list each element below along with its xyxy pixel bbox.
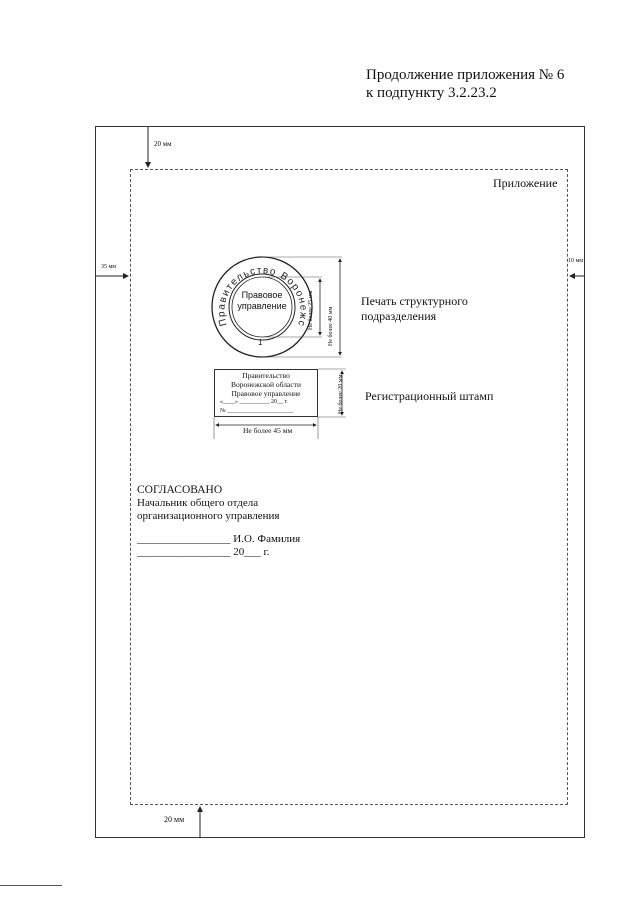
registration-stamp-text: Правительство Воронежской области Правов… [214,371,318,416]
seal-dim-inner: Не более 25 мм [308,290,314,330]
margin-right-label: 10 мм [568,258,584,264]
approval-signature-line: _________________ И.О. Фамилия [137,533,301,545]
registration-stamp-box [214,369,318,417]
page-margin-frame [130,169,568,805]
stamp-dim-width: Не более 45 мм [243,426,293,435]
margin-bottom-label: 20 мм [164,815,185,824]
page-outer-border [95,126,585,838]
approval-position-line1: Начальник общего отдела [137,497,259,509]
seal-caption-line2: подразделения [361,309,437,323]
stamp-line1: Правительство [242,371,290,380]
seal-center-line1: Правовое [241,290,283,300]
margin-top-label: 20 мм [154,140,172,148]
subclause-reference: к подпункту 3.2.23.2 [366,85,497,101]
stamp-caption: Регистрационный штамп [365,389,494,403]
seal-caption-line1: Печать структурного [361,294,468,308]
footnote-separator [0,885,62,886]
svg-text:Правительство Воронежской обла: Правительство Воронежской области [196,236,308,328]
seal-dim-outer: Не более 40 мм [328,306,334,346]
seal-ring-lettering: Правительство Воронежской области [196,236,307,328]
stamp-line2: Воронежской области [231,380,301,389]
seal-ring-text: Правительство Воронежской области [196,236,307,328]
stamp-dimension-arrows [213,368,346,439]
approval-position-line2: организационного управления [137,510,280,522]
seal-center: Правовое управление [232,290,292,312]
appendix-label: Приложение [493,176,558,190]
seal-graphic [211,256,342,358]
seal-center-line2: управление [237,301,287,311]
margin-left-label: 35 мм [101,264,117,270]
approval-date-line: _________________ 20___ г. [137,546,270,558]
continuation-title: Продолжение приложения № 6 [366,67,565,83]
stamp-number-line: № ______________________ [220,408,294,414]
stamp-date-line: «____» __________ 20__ г. [220,399,288,405]
approval-title: СОГЛАСОВАНО [137,484,223,496]
seal-number: 1 [258,338,263,347]
stamp-line3: Правовое управление [231,389,301,398]
stamp-dim-height: Не более 20 мм [338,374,344,414]
